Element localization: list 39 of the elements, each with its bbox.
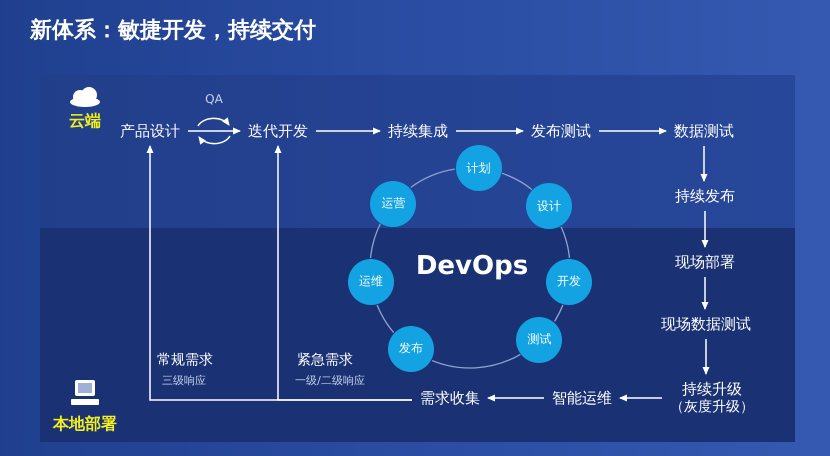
step-label: 持续发布 <box>675 187 735 205</box>
ring-arc <box>502 172 532 190</box>
step-label: 迭代开发 <box>248 122 308 140</box>
arrow <box>487 394 544 402</box>
arrow <box>188 128 241 134</box>
step-label: 持续集成 <box>388 122 448 140</box>
ring-title: DevOps <box>416 251 528 281</box>
arrow <box>316 128 381 134</box>
arrow <box>702 339 710 375</box>
ring-arc <box>560 226 570 258</box>
step-label: 持续升级 <box>681 380 743 398</box>
step-label: 需求收集 <box>420 389 480 407</box>
ring-arc <box>432 354 521 369</box>
step-label: 现场部署 <box>675 253 735 271</box>
requirement-label: 常规需求 <box>157 351 213 369</box>
edge-label: QA <box>205 92 223 106</box>
step-note: （灰度升级） <box>670 398 754 416</box>
step-label: 现场数据测试 <box>661 315 751 333</box>
step-label: 产品设计 <box>120 122 180 140</box>
arrow <box>700 146 708 182</box>
response-note: 三级响应 <box>162 372 206 388</box>
response-note: 一级/二级响应 <box>295 372 365 388</box>
step-label: 发布测试 <box>531 122 591 140</box>
step-label: 智能运维 <box>552 389 612 407</box>
ring-arc <box>370 224 381 258</box>
arrow <box>274 145 412 401</box>
title: 新体系：敏捷开发，持续交付 <box>30 16 316 45</box>
ring-arc <box>554 304 564 322</box>
ring-arc <box>410 168 455 188</box>
step-label: 数据测试 <box>674 122 734 140</box>
arrow <box>456 128 524 134</box>
arrow <box>599 128 667 134</box>
region-label: 云端 <box>69 110 101 132</box>
region-label: 本地部署 <box>53 414 117 434</box>
arrow <box>619 394 662 402</box>
arrow <box>702 277 708 310</box>
arrow <box>702 211 708 248</box>
requirement-label: 紧急需求 <box>297 351 353 369</box>
ring-arc <box>376 304 394 333</box>
